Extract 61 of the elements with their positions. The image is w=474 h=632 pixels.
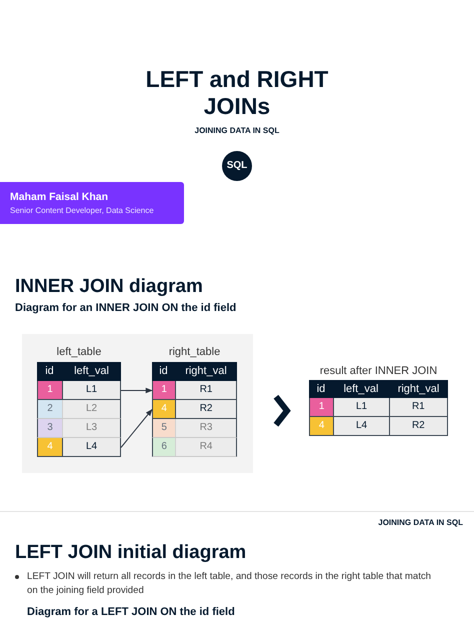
slide-subtitle: JOINING DATA IN SQL [194,126,280,136]
id-cell: 1 [153,381,176,399]
id-cell: 4 [38,438,62,456]
column-header: left_val [342,382,380,397]
slide-title: LEFT and RIGHT JOINs [144,66,330,120]
table-row [152,419,237,438]
table-cell: L4 [333,417,389,435]
column-header: id [44,364,55,379]
table-row [37,381,121,400]
table-row [37,400,121,419]
column-header: id [316,382,326,397]
id-cell: 1 [310,398,334,416]
diagram-caption: Diagram for a LEFT JOIN ON the id field [27,606,236,619]
arrow [120,388,153,394]
slide-heading: INNER JOIN diagram [15,276,204,298]
chevron-arrow [274,394,291,427]
table-cell: L3 [62,419,120,437]
id-cell: 4 [310,417,334,435]
author-name: Maham Faisal Khan [10,191,108,204]
table-row [309,417,448,436]
table-cell: L1 [62,381,120,399]
table-header [309,380,448,398]
column-header: id [158,364,169,379]
table-cell: L2 [62,400,120,418]
id-cell: 2 [38,400,62,418]
column-header: left_val [73,364,110,379]
table-row [309,398,448,417]
column-header: right_val [184,364,228,379]
table-header [152,362,237,381]
table-cell: R2 [388,417,447,435]
id-cell: 1 [38,381,62,399]
table-cell: R4 [175,438,236,456]
table-cell: R3 [175,419,236,437]
author-card [0,182,184,224]
table-cell: R1 [175,381,236,399]
diagram-panel [22,334,253,473]
topic-badge: SQL [222,151,252,181]
id-cell: 6 [153,438,176,456]
table-header [37,362,121,381]
table-row [152,438,237,457]
diagram-caption: Diagram for an INNER JOIN ON the id field [15,302,238,315]
slide-subtitle: JOINING DATA IN SQL [377,518,463,528]
slide-heading: LEFT JOIN initial diagram [15,542,248,564]
id-cell: 5 [153,419,176,437]
table-row [37,438,121,457]
table-title: left_table [56,345,102,360]
table-row [37,419,121,438]
table-row [152,400,237,419]
table-cell: L1 [333,398,389,416]
table-cell: R2 [175,400,236,418]
table-cell: R1 [388,398,447,416]
table-title: result after INNER JOIN [318,364,438,379]
table-cell: L4 [62,438,120,456]
arrow [120,408,152,448]
id-cell: 3 [38,419,62,437]
author-role: Senior Content Developer, Data Science [10,205,154,216]
table-row [152,381,237,400]
column-header: right_val [396,382,440,397]
id-cell: 4 [153,400,176,418]
table-title: right_table [168,345,222,360]
bullet-text: LEFT JOIN will return all records in the left table, and those records in the right table that match on the joining field provided [27,570,432,598]
